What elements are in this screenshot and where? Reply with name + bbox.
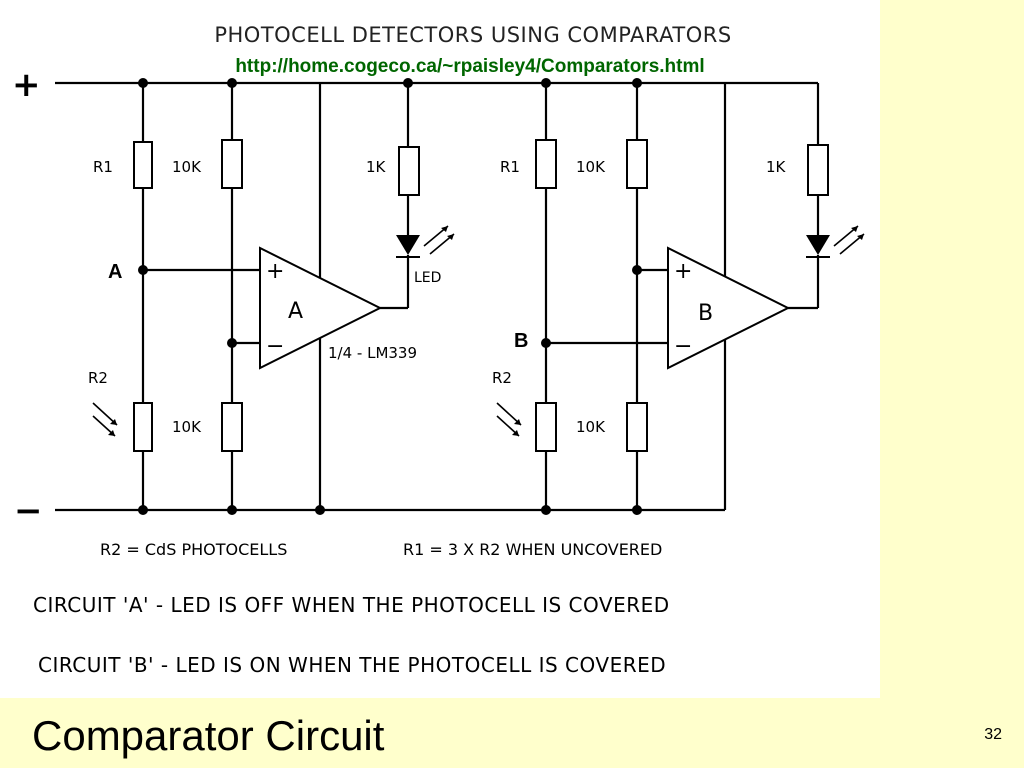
r1-note: R1 = 3 X R2 WHEN UNCOVERED (403, 540, 662, 559)
resistor-10k-top-b (626, 139, 648, 189)
comparator-b-plus: + (674, 259, 692, 284)
resistor-1k-a (398, 146, 420, 196)
r-bottom-a-label: 10K (172, 418, 202, 436)
r1-b-label: R1 (500, 158, 520, 176)
node-a-dot (138, 265, 148, 275)
circuit-diagram: PHOTOCELL DETECTORS USING COMPARATORS ht… (0, 0, 880, 698)
node-a-label: A (108, 261, 122, 283)
circuit-a: R1 R2 10K 10K + − A 1/4 - LM339 (88, 78, 455, 515)
node-b-label: B (514, 330, 528, 352)
comparator-b (667, 246, 791, 370)
node-b-dot (541, 338, 551, 348)
r-led-a-label: 1K (366, 158, 387, 176)
caption-a: CIRCUIT 'A' - LED IS OFF WHEN THE PHOTOC… (33, 593, 670, 617)
led-a-light-icon (423, 225, 455, 255)
comparator-a-plus: + (266, 259, 284, 284)
r2-a-label: R2 (88, 369, 108, 387)
led-a (396, 235, 420, 255)
photocell-r2-a (133, 402, 153, 452)
resistor-10k-bottom-b (626, 402, 648, 452)
r2-b-label: R2 (492, 369, 512, 387)
comparator-b-label: B (698, 301, 713, 326)
resistor-r1-a (133, 141, 153, 189)
r-bottom-b-label: 10K (576, 418, 606, 436)
chip-label: 1/4 - LM339 (328, 344, 417, 362)
page-number: 32 (984, 726, 1002, 743)
resistor-10k-bottom-a (221, 402, 243, 452)
comparator-a-minus: − (266, 334, 284, 359)
light-arrows-icon (496, 402, 522, 437)
negative-rail-label: − (14, 491, 43, 531)
r-top-b-label: 10K (576, 158, 606, 176)
r-led-b-label: 1K (766, 158, 787, 176)
comparator-a-label: A (288, 299, 303, 324)
diagram-heading: PHOTOCELL DETECTORS USING COMPARATORS (214, 23, 731, 47)
resistor-1k-b (807, 144, 829, 196)
r2-note: R2 = CdS PHOTOCELLS (100, 540, 287, 559)
comparator-a (259, 246, 383, 370)
resistor-r1-b (535, 139, 557, 189)
photocell-r2-b (535, 402, 557, 452)
source-url[interactable]: http://home.cogeco.ca/~rpaisley4/Compara… (235, 56, 704, 77)
positive-rail-label: + (12, 65, 41, 105)
comparator-b-minus: − (674, 334, 692, 359)
led-b (806, 235, 830, 255)
light-arrows-icon (92, 402, 118, 437)
circuit-b: R1 R2 10K 10K + − B (492, 78, 865, 515)
slide-title: Comparator Circuit (32, 712, 385, 759)
r-top-a-label: 10K (172, 158, 202, 176)
r1-a-label: R1 (93, 158, 113, 176)
circuit-svg: PHOTOCELL DETECTORS USING COMPARATORS ht… (12, 23, 865, 677)
led-b-light-icon (833, 225, 865, 255)
resistor-10k-top-a (221, 139, 243, 189)
caption-b: CIRCUIT 'B' - LED IS ON WHEN THE PHOTOCE… (38, 653, 666, 677)
led-label: LED (414, 270, 441, 286)
